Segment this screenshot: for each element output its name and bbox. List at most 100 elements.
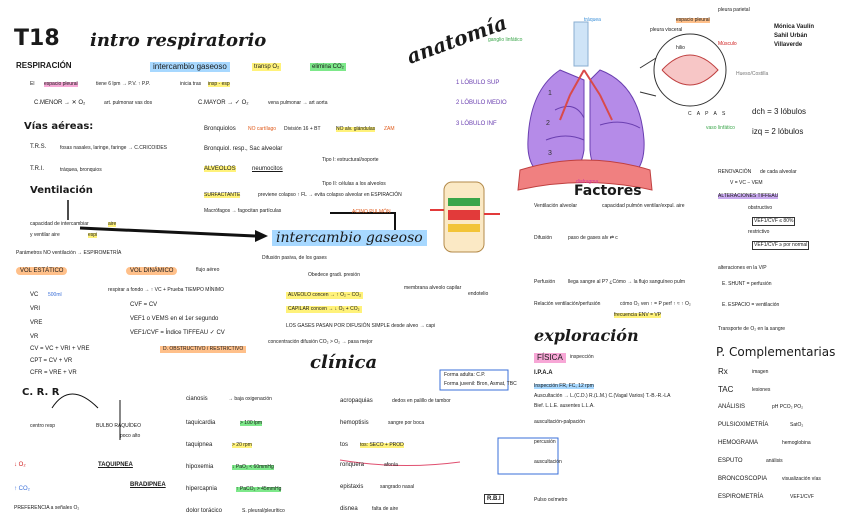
comp-esputo-note: análisis <box>766 458 783 464</box>
comp-esputo: ESPUTO <box>718 458 743 464</box>
intercambio-title: intercambio gaseoso <box>272 230 427 246</box>
label-diafragma: diafragma <box>576 179 599 185</box>
label-pleura-parietal: pleura parietal <box>718 7 750 13</box>
author-1: Mónica Vaulín <box>774 24 815 30</box>
c-menor-note: art. pulmonar vas dos <box>104 100 153 106</box>
clinica-box-line1: Forma adulta: C.P. <box>444 372 486 378</box>
clinica-hipercapnia-note: ↑ PaCO₂ > 45mmHg <box>236 486 282 492</box>
exploracion-pulso: Pulso oxímetro <box>534 497 568 503</box>
tiffeau-vef1b: VEF1/CVF ≥ por normal <box>752 241 810 250</box>
bronquiolos-note2: División 16 + BT <box>284 126 321 132</box>
clinica-dolor: dolor torácico <box>186 508 223 514</box>
ventilacion-title: Ventilación <box>30 185 93 196</box>
bronquiolos-note3: NO alv. glándulas <box>336 126 376 132</box>
crr-o2: ↓ O₂ <box>14 462 26 468</box>
expl-item-3: Bief. L.L.E. ausentes L.L.A. <box>534 403 595 409</box>
comp-pulsioximetria: PULSIOXIMETRÍA <box>718 422 769 428</box>
label-vaso: vaso linfático <box>706 125 735 131</box>
trs-label: T.R.S. <box>30 144 47 150</box>
vent-desc2: y ventilar aire <box>30 232 60 238</box>
intercambio-alveolo: ALVEOLO concen → ↑ O₂ − CO₂ <box>286 292 364 299</box>
intercambio-membrana: membrana alveolo capilar <box>404 285 462 291</box>
clinica-dolor-note: S. pleural/pleurítico <box>242 508 285 514</box>
vol-cpt: CPT = CV + VR <box>30 358 73 364</box>
intercambio-endotelio: endotelio <box>468 291 489 297</box>
alteraciones-vq: alteraciones en la V/P <box>718 265 767 271</box>
vol-vc-val: 500ml <box>48 292 62 298</box>
surfactante-note: previene colapso ↑ FL → evita colapso al… <box>258 192 402 198</box>
macrofagos: Macrófagos → fagocitan partículas <box>204 208 282 214</box>
respiracion-flow: intercambio gaseoso <box>150 62 230 72</box>
resp-line1b: tiene 6 lpm → P.V. ↑ P.P. <box>96 81 151 87</box>
bronquiolos-note1: NO cartílago <box>248 126 277 132</box>
svg-text:2: 2 <box>546 120 550 127</box>
exploracion-rbi: R.B.I <box>484 494 504 504</box>
crr-co2: ↑ CO₂ <box>14 486 30 492</box>
lungs-illustration: 1 2 3 <box>517 21 727 191</box>
comp-analisis: ANÁLISIS <box>718 404 746 410</box>
comp-analisis-note: pH PCO₂ PO₂ <box>772 404 804 410</box>
renovacion-note: de cada alveolar <box>760 169 797 175</box>
c-mayor: C.MAYOR → ✓ O₂ <box>198 100 249 106</box>
resp-line1a: El <box>30 81 35 87</box>
vent-desc1-hl: aire <box>108 221 117 227</box>
espacio-muerto: E. ESPACIO = ventilación <box>722 302 780 308</box>
comp-tac: TAC <box>718 385 734 394</box>
c-mayor-note: vena pulmonar → art aorta <box>268 100 328 106</box>
factor-relacion: Relación ventilación/perfusión <box>534 301 601 307</box>
clinica-taquicardia: taquicardia <box>186 420 216 426</box>
tiffeau-restr: restrictivo <box>748 229 770 235</box>
label-capas: C A P A S <box>688 111 728 117</box>
acino-label: ACINO PULMÓN <box>352 209 391 215</box>
acino-illustration <box>430 181 500 253</box>
lobulo-medio: 2 LÓBULO MEDIO <box>456 100 507 106</box>
clinica-acropaquias: acropaquias <box>340 398 373 404</box>
tri-label: T.R.I. <box>30 166 45 172</box>
vol-vre: VRE <box>30 320 43 326</box>
label-musculo: Músculo <box>718 41 737 47</box>
expl-item-5: percusión <box>534 439 556 445</box>
clinica-cianosis-note: → baja oxigenación <box>228 396 272 402</box>
vol-cv: CV = VC + VRI + VRE <box>30 346 90 352</box>
vol-estatico: VOL ESTÁTICO <box>16 267 68 275</box>
factor-ventilacion: Ventilación alveolar <box>534 203 578 209</box>
tipo-2: Tipo II: células a los alveolos <box>322 181 386 187</box>
label-ganglio: ganglio linfático <box>488 37 523 43</box>
comp-espirometria: ESPIROMETRÍA <box>718 494 764 500</box>
comp-broncoscopia: BRONCOSCOPIA <box>718 476 768 482</box>
bronquiolos-note4: ZAM <box>384 126 395 132</box>
dyn-obs: D. OBSTRUCTIVO / RESTRICTIVO <box>160 346 247 353</box>
factor-ventilacion-note: capacidad pulmón ventilar/expul. aire <box>602 203 685 209</box>
clinica-taquipnea-note: > 20 rpm <box>232 442 252 448</box>
dyn-tiffeau: VEF1/CVF = Índice TIFFEAU ✓ CV <box>130 330 225 336</box>
comp-broncoscopia-note: visualización vías <box>782 476 821 482</box>
intercambio-gases: LOS GASES PASAN POR DIFUSIÓN SIMPLE desd… <box>286 323 436 329</box>
factor-difusion: Difusión <box>534 235 553 241</box>
exploracion-fisica: FÍSICA <box>534 353 566 363</box>
neumocitos: neumocitos <box>252 166 283 172</box>
topic-code: T18 <box>14 26 60 51</box>
flow-arrow <box>79 226 256 238</box>
surfactante: SURFACTANTE <box>204 192 241 198</box>
crr-taquipnea: TAQUIPNEA <box>98 462 133 468</box>
respiracion-transp: transp O₂ <box>252 63 282 71</box>
dyn-vef1: VEF1 o VEMS en el 1er segundo <box>130 316 219 322</box>
clinica-hipercapnia: hipercapnia <box>186 486 218 492</box>
crr-control: centro resp <box>30 423 56 429</box>
comp-hemograma: HEMOGRAMA <box>718 440 759 446</box>
resp-line1c: inicia tras <box>180 81 202 87</box>
factor-perfusion: Perfusión <box>534 279 556 285</box>
label-traquea: tráquea <box>584 17 601 23</box>
tri-note: tráquea, bronquios <box>60 167 102 173</box>
author-2: Sahil Urbán <box>774 33 808 39</box>
exploracion-fisica-note: inspección <box>570 354 594 360</box>
page-title: intro respiratorio <box>90 30 267 51</box>
alveolos: ALVEOLOS <box>204 166 236 172</box>
clinica-ronquera: ronquera <box>340 462 365 468</box>
shunt: E. SHUNT = perfusión <box>722 281 772 287</box>
expl-item-1: Inspección FR, FC, 12 rpm <box>534 383 594 389</box>
trs-note: fosas nasales, laringe, faringe → C.CRIC… <box>60 145 167 151</box>
clinica-box-line2: Forma juvenil: Bron, Asmat, TBC <box>444 381 517 387</box>
comp-tac-note: lesiones <box>752 387 771 393</box>
factor-difusion-note: paso de gases alv ⇄ c <box>568 235 618 241</box>
